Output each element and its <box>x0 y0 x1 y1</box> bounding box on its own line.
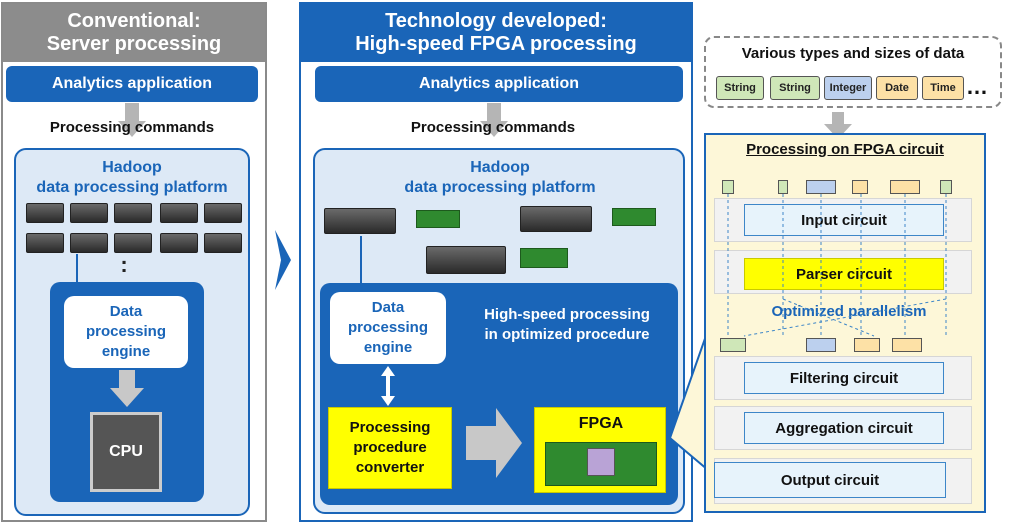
server-icon <box>520 206 592 232</box>
converter-line3: converter <box>355 459 425 476</box>
data-token: Integer <box>824 76 872 100</box>
cpu-chip: CPU <box>90 412 162 492</box>
conventional-app-bar: Analytics application <box>6 66 258 102</box>
developed-title-line2: High-speed FPGA processing <box>355 33 637 55</box>
procedure-converter-box: Processing procedure converter <box>328 407 452 489</box>
developed-engine-line1: Data <box>371 299 405 316</box>
developed-hadoop-line1: Hadoop <box>470 159 530 176</box>
data-token: String <box>770 76 820 100</box>
converter-line2: procedure <box>353 439 427 456</box>
down-arrow-icon <box>824 112 852 140</box>
input-circuit: Input circuit <box>744 204 944 236</box>
token-square <box>854 338 880 352</box>
output-circuit: Output circuit <box>714 462 946 498</box>
callout-wedge <box>660 329 710 473</box>
server-icon <box>26 203 64 223</box>
developed-hadoop-title: Hadoop data processing platform <box>370 158 630 198</box>
token-square <box>806 180 836 194</box>
chevron-right-icon <box>275 230 291 290</box>
conventional-commands-label: Processing commands <box>49 118 215 136</box>
token-square <box>722 180 734 194</box>
right-arrow-icon <box>466 408 522 478</box>
conventional-engine-box: Data processing engine <box>64 296 188 368</box>
data-token: String <box>716 76 764 100</box>
developed-hadoop-line2: data processing platform <box>404 179 596 196</box>
conventional-header: Conventional: Server processing <box>3 4 265 62</box>
conventional-hadoop-title: Hadoop data processing platform <box>14 158 250 198</box>
server-icon <box>70 203 108 223</box>
double-arrow-icon <box>380 366 396 406</box>
down-arrow-icon <box>110 370 144 408</box>
converter-line1: Processing <box>349 419 431 436</box>
token-square <box>720 338 746 352</box>
server-icon <box>26 233 64 253</box>
conventional-ellipsis: : <box>120 252 128 277</box>
conventional-title-line2: Server processing <box>46 33 222 55</box>
data-token: Date <box>876 76 918 100</box>
developed-command-arrow <box>480 103 508 139</box>
developed-highspeed-label: High-speed processing in optimized proce… <box>462 302 672 348</box>
conventional-engine-line1: Data <box>109 303 143 320</box>
fpga-card-icon <box>416 210 460 228</box>
developed-engine-box: Data processing engine <box>330 292 446 364</box>
developed-engine-line3: engine <box>363 339 413 356</box>
server-icon <box>426 246 506 274</box>
highspeed-line2: in optimized procedure <box>484 326 650 343</box>
fpga-card-icon <box>520 248 568 268</box>
filtering-circuit: Filtering circuit <box>744 362 944 394</box>
server-icon <box>70 233 108 253</box>
token-square <box>778 180 788 194</box>
data-types-title: Various types and sizes of data <box>741 44 965 62</box>
data-types-more: … <box>966 74 988 99</box>
developed-title-line1: Technology developed: <box>385 10 607 32</box>
server-icon <box>114 233 152 253</box>
conventional-server-grid <box>26 203 246 261</box>
token-square <box>892 338 922 352</box>
conventional-command-arrow <box>118 103 146 139</box>
token-square <box>806 338 836 352</box>
fpga-label: FPGA <box>578 415 624 432</box>
conventional-connector-line <box>76 254 78 294</box>
developed-header: Technology developed: High-speed FPGA pr… <box>301 4 691 62</box>
developed-app-bar: Analytics application <box>315 66 683 102</box>
conventional-hadoop-line2: data processing platform <box>36 179 228 196</box>
server-icon <box>160 203 198 223</box>
parser-circuit: Parser circuit <box>744 258 944 290</box>
data-token: Time <box>922 76 964 100</box>
developed-connector-line <box>360 236 362 284</box>
server-icon <box>204 203 242 223</box>
aggregation-circuit: Aggregation circuit <box>744 412 944 444</box>
fpga-box: FPGA <box>534 407 666 493</box>
developed-commands-label: Processing commands <box>410 118 576 136</box>
conventional-hadoop-line1: Hadoop <box>102 159 162 176</box>
highspeed-line1: High-speed processing <box>484 306 650 323</box>
conventional-engine-line2: processing <box>85 323 167 340</box>
developed-engine-line2: processing <box>347 319 429 336</box>
server-icon <box>160 233 198 253</box>
server-icon <box>114 203 152 223</box>
fpga-card-icon <box>612 208 656 226</box>
token-square <box>852 180 868 194</box>
token-square <box>940 180 952 194</box>
conventional-title-line1: Conventional: <box>67 10 201 32</box>
token-square <box>890 180 920 194</box>
fpga-chip-icon <box>587 448 615 476</box>
server-icon <box>204 233 242 253</box>
optimized-parallelism-label: Optimized parallelism <box>771 302 927 320</box>
conventional-engine-line3: engine <box>101 343 151 360</box>
server-icon <box>324 208 396 234</box>
fpga-circuit-title: Processing on FPGA circuit <box>746 140 944 158</box>
